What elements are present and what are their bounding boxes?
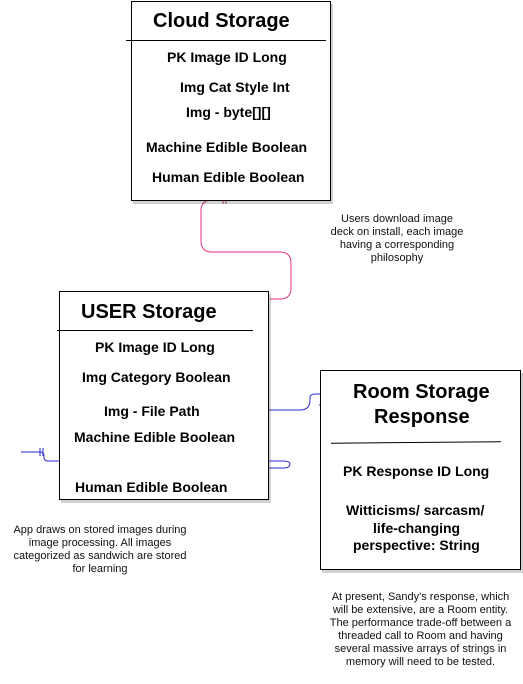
field-pk: PK Response ID Long: [343, 463, 490, 479]
field-category: Img Category Boolean: [82, 369, 231, 385]
field-file-path: Img - File Path: [104, 403, 200, 419]
field-pk: PK Image ID Long: [167, 49, 287, 65]
field-machine-edible: Machine Edible Boolean: [74, 429, 236, 445]
entity-title: USER Storage: [81, 301, 217, 323]
field-machine-edible: Machine Edible Boolean: [146, 139, 308, 155]
note-app-draws: App draws on stored images during image …: [13, 524, 187, 575]
entity-title: Cloud Storage: [153, 10, 290, 32]
entity-title-line2: Response: [374, 406, 470, 428]
title-divider: [126, 40, 326, 41]
field-pk: PK Image ID Long: [95, 339, 215, 355]
field-image: Img - byte[][]: [186, 104, 271, 120]
field-life-changing: life-changing: [373, 520, 461, 536]
field-human-edible: Human Edible Boolean: [152, 169, 305, 185]
note-download: Users download image deck on install, ea…: [330, 213, 464, 264]
cloud-storage-entity: Cloud Storage PK Image ID Long Img Cat S…: [126, 1, 331, 201]
title-divider: [330, 441, 502, 444]
user-self-link: [21, 451, 291, 469]
field-human-edible: Human Edible Boolean: [75, 479, 228, 495]
field-witticisms: Witticisms/ sarcasm/: [346, 502, 485, 518]
field-category: Img Cat Style Int: [180, 79, 290, 95]
room-storage-entity: Room Storage Response PK Response ID Lon…: [320, 370, 521, 570]
entity-title-line1: Room Storage: [353, 381, 490, 403]
user-storage-entity: USER Storage PK Image ID Long Img Catego…: [57, 291, 269, 500]
field-perspective: perspective: String: [353, 537, 480, 553]
note-sandy-response: At present, Sandy's response, which will…: [329, 591, 512, 668]
cloud-user-link: [200, 199, 292, 300]
title-divider: [57, 330, 253, 331]
